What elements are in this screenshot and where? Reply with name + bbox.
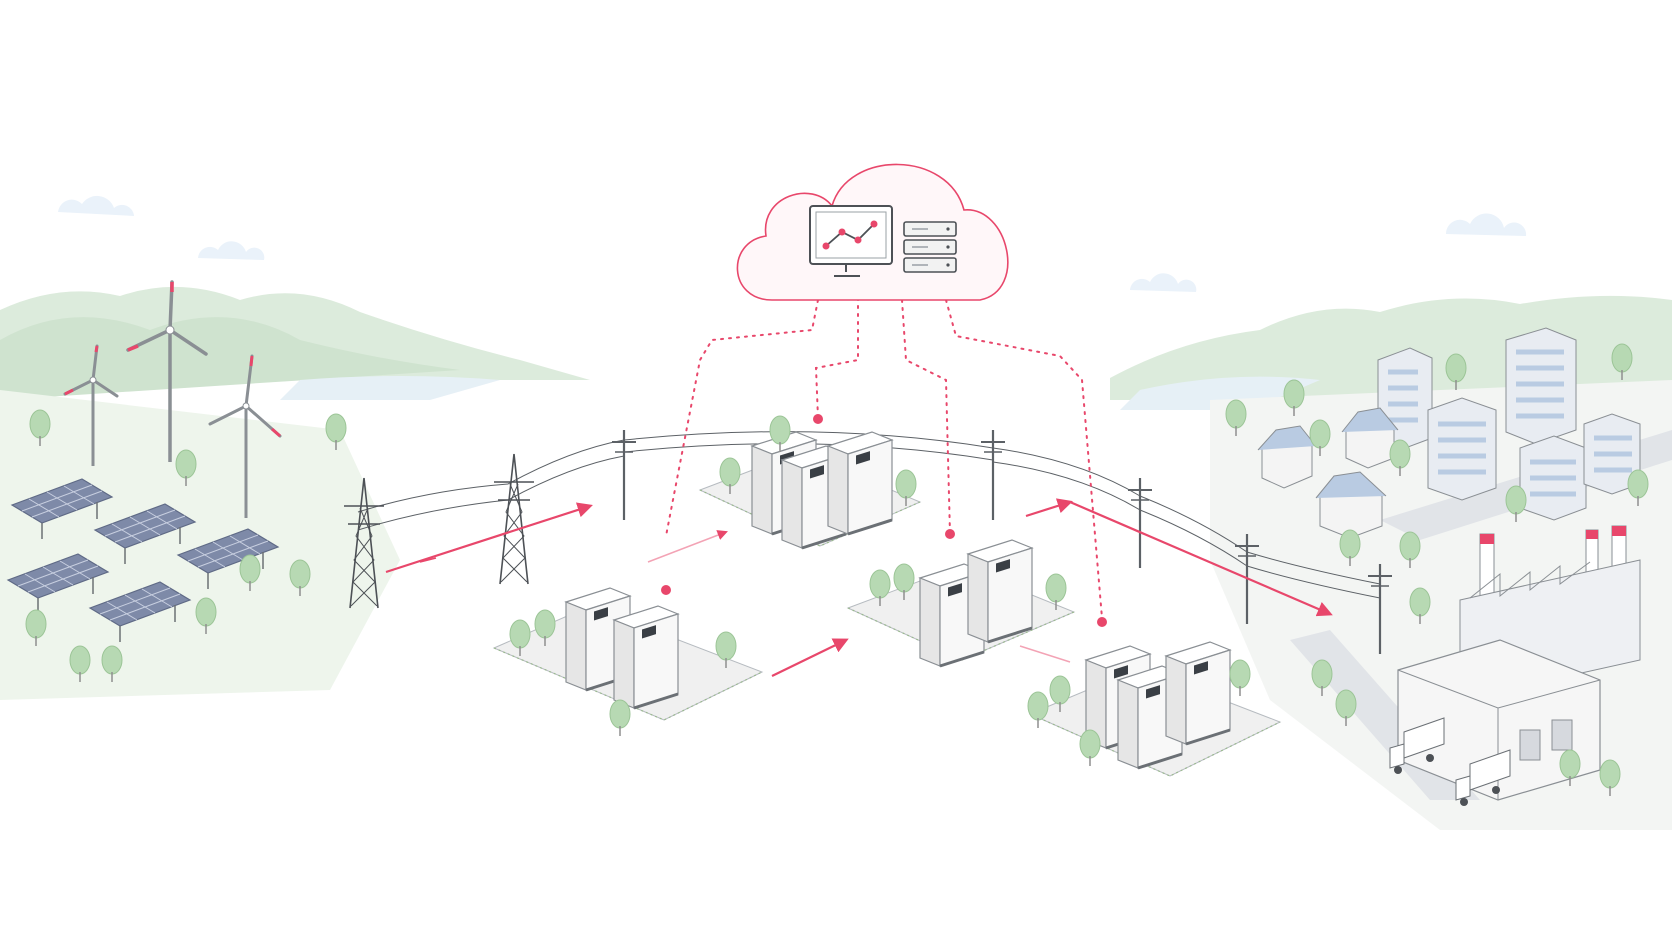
endpoint-dot-icon <box>945 529 955 539</box>
house-icon <box>1257 407 1399 539</box>
renewables <box>7 280 347 683</box>
renewables-ground <box>0 390 400 700</box>
storage-site-4 <box>1027 640 1282 777</box>
energy-flow-arrows <box>385 498 1333 677</box>
sky-cloud-icon <box>1130 273 1197 292</box>
endpoint-dot-icon <box>813 414 823 424</box>
wind-turbine-icon <box>63 344 119 466</box>
power-lines <box>357 431 1381 599</box>
data-links <box>665 297 1103 619</box>
sky-cloud-icon <box>1445 213 1527 236</box>
data-link-endpoints <box>661 414 1107 627</box>
server-rack-icon <box>903 221 957 273</box>
storage-site-3 <box>846 538 1076 668</box>
sky-cloud-icon <box>58 195 134 216</box>
endpoint-dot-icon <box>1097 617 1107 627</box>
truck-icon <box>1389 717 1511 806</box>
storage-site-1 <box>698 415 922 550</box>
sky-cloud-icon <box>198 241 265 260</box>
wind-turbine-icon <box>126 280 208 462</box>
monitor-chart-icon <box>809 205 893 277</box>
storage-site-2 <box>492 586 764 737</box>
cloud-control <box>736 163 1009 301</box>
wind-turbine-icon <box>208 354 282 518</box>
consumers <box>1225 327 1649 806</box>
endpoint-dot-icon <box>661 585 671 595</box>
sky-clouds <box>58 195 1527 292</box>
factory-icon <box>1397 525 1641 801</box>
hills-left <box>0 286 590 400</box>
